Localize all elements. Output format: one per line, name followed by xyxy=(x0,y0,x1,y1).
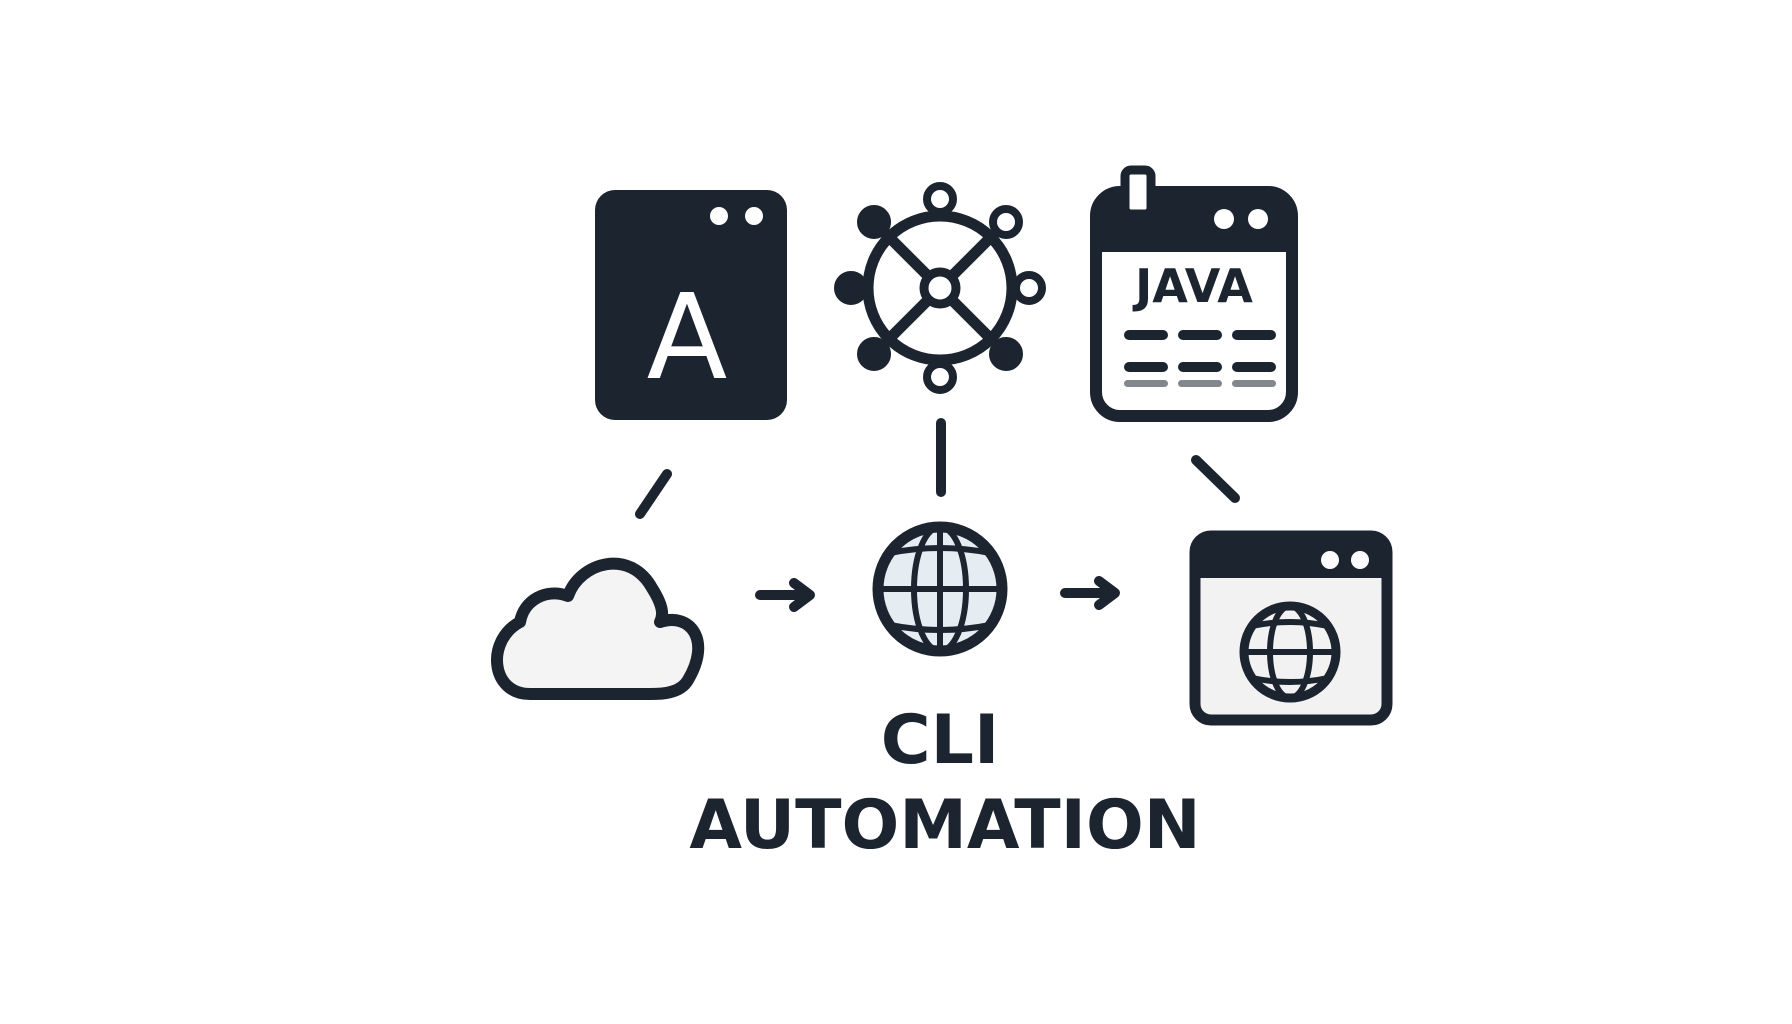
java-label: JAVA xyxy=(1132,259,1253,313)
globe-icon xyxy=(872,521,1008,657)
arrow-globe-to-browser xyxy=(1060,576,1120,610)
calendar-icon: JAVA xyxy=(1090,165,1298,422)
connector-java-to-browser xyxy=(1191,455,1240,503)
cloud-icon xyxy=(491,557,705,700)
connector-app-to-cloud xyxy=(635,469,672,519)
caption-line-1: CLI xyxy=(881,701,1000,780)
network-hub-icon xyxy=(834,182,1046,394)
app-window-letter: A xyxy=(647,268,728,406)
connector-lines xyxy=(635,418,1240,519)
caption-line-2: AUTOMATION xyxy=(689,786,1200,865)
browser-globe-icon xyxy=(1189,530,1393,726)
arrow-cloud-to-globe xyxy=(755,578,815,612)
app-window-icon: A xyxy=(595,190,787,420)
